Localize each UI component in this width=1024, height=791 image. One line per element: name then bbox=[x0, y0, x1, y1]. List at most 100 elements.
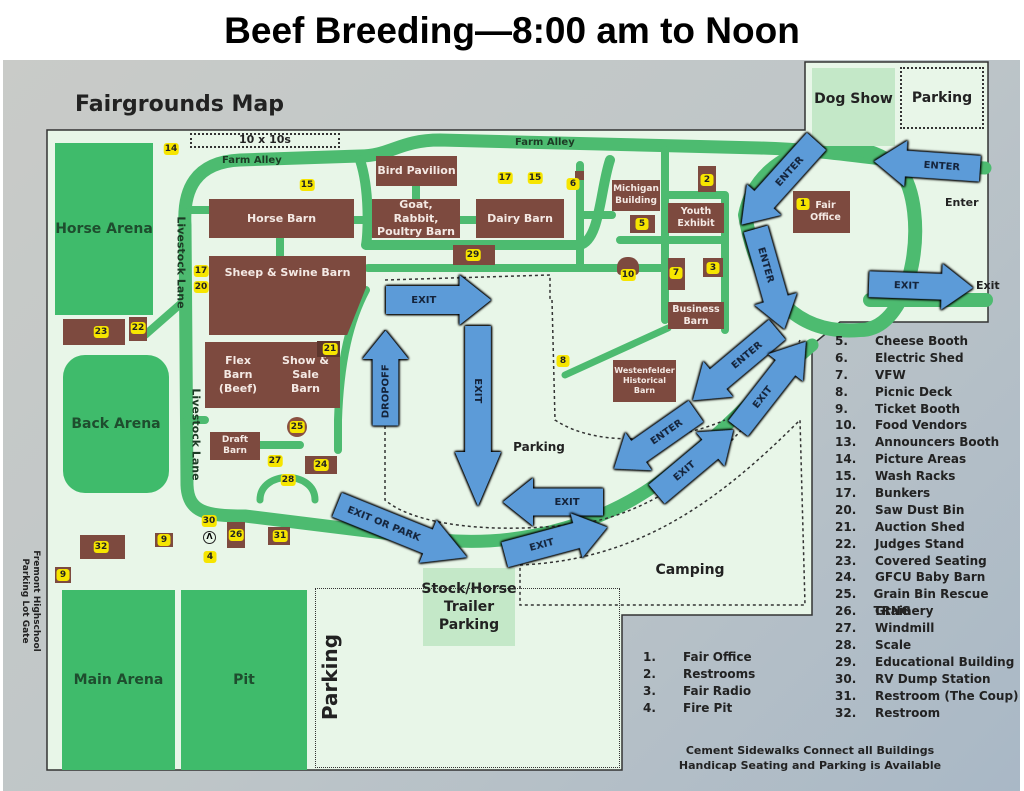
legend-item: 30.RV Dump Station bbox=[835, 671, 991, 686]
parking-bottom-label: Parking bbox=[318, 633, 342, 721]
ten-by-tens-area: 10 x 10s bbox=[190, 133, 340, 148]
flex-barn: Flex Barn (Beef) bbox=[205, 342, 271, 408]
legend-item: 20.Saw Dust Bin bbox=[835, 502, 965, 517]
parking-hidden-label: Parking bbox=[513, 440, 565, 455]
legend-item: 27.Windmill bbox=[835, 621, 935, 636]
legend-item: 32.Restroom bbox=[835, 705, 941, 720]
livestock-lane-label: Livestock Lane bbox=[189, 388, 203, 481]
enter-arrow: ENTER bbox=[873, 138, 982, 191]
badge-scale: 28 bbox=[280, 474, 296, 486]
legend-item: 1.Fair Office bbox=[643, 650, 752, 664]
bird-pavilion: Bird Pavilion bbox=[376, 156, 457, 186]
road-picnic bbox=[561, 324, 672, 379]
legend-item: 4.Fire Pit bbox=[643, 700, 733, 715]
badge-judges-stand: 22 bbox=[130, 322, 146, 334]
legend-item: 23.Covered Seating bbox=[835, 553, 987, 568]
badge-cheese-booth: 5 bbox=[635, 218, 649, 230]
badge-vfw: 7 bbox=[669, 267, 683, 279]
legend-item: 8.Picnic Deck bbox=[835, 384, 953, 399]
fremont-gate-label: Fremont Highschool Parking Lot Gate bbox=[20, 550, 41, 652]
map-title: Fairgrounds Map bbox=[75, 92, 284, 117]
road-livestock-left bbox=[141, 296, 304, 449]
livestock-lane-label: Livestock Lane bbox=[174, 216, 188, 309]
badge-bunkers: 17 bbox=[193, 265, 209, 277]
enter-sign: Enter bbox=[945, 196, 979, 209]
pit: Pit bbox=[181, 590, 307, 770]
exit-arrow: EXIT bbox=[386, 275, 491, 325]
legend-item: 22.Judges Stand bbox=[835, 536, 965, 551]
badge-grainery: 26 bbox=[228, 529, 244, 541]
legend-item: 6.Electric Shed bbox=[835, 350, 964, 365]
legend-item: 9.Ticket Booth bbox=[835, 401, 961, 416]
sheep-swine-barn: Sheep & Swine Barn bbox=[209, 256, 366, 335]
dairy-barn: Dairy Barn bbox=[476, 199, 564, 238]
electric-shed-box bbox=[575, 171, 584, 180]
legend-item: 7.VFW bbox=[835, 367, 906, 382]
exit-arrow: EXIT bbox=[455, 326, 501, 506]
badge-fair-office: 1 bbox=[796, 198, 810, 210]
fire-pit-icon: Λ bbox=[203, 531, 216, 544]
legend-item: 31.Restroom (The Coup) bbox=[835, 688, 1019, 703]
badge-baby-barn: 24 bbox=[313, 459, 329, 471]
badge-wash-racks: 15 bbox=[299, 179, 315, 191]
badge-wash-racks: 15 bbox=[527, 172, 543, 184]
badge-rv-dump: 30 bbox=[201, 515, 217, 527]
parking-top-area: Parking bbox=[900, 67, 984, 129]
note-handicap: Handicap Seating and Parking is Availabl… bbox=[678, 759, 942, 772]
legend-left: 1.Fair Office 2.Restrooms 3.Fair Radio 4… bbox=[643, 649, 755, 717]
legend-item: 15.Wash Racks bbox=[835, 469, 956, 484]
footer-notes: Cement Sidewalks Connect all Buildings H… bbox=[640, 743, 980, 773]
michigan-building: Michigan Building bbox=[612, 180, 660, 211]
exit-sign: Exit bbox=[976, 279, 1000, 292]
badge-ticket-booth-gate: 9 bbox=[56, 569, 70, 581]
legend-item: 10.Food Vendors bbox=[835, 418, 968, 433]
badge-auction-shed: 21 bbox=[322, 343, 338, 355]
badge-picnic-deck: 8 bbox=[556, 355, 570, 367]
badge-restroom-coup: 31 bbox=[272, 530, 288, 542]
badge-saw-dust-bin: 20 bbox=[193, 281, 209, 293]
legend-item: 28.Scale bbox=[835, 638, 912, 653]
page-title: Beef Breeding—8:00 am to Noon bbox=[224, 10, 800, 51]
badge-restrooms: 2 bbox=[700, 174, 714, 186]
stock-trailer-parking: Stock/Horse Trailer Parking bbox=[421, 568, 517, 646]
legend-item: 17.Bunkers bbox=[835, 486, 931, 501]
badge-ticket-booth: 9 bbox=[157, 534, 171, 546]
legend-item: 26.Grainery bbox=[835, 604, 934, 619]
main-arena: Main Arena bbox=[62, 590, 175, 770]
parking-bottom-area bbox=[315, 588, 620, 768]
exit-arrow: EXIT bbox=[868, 261, 974, 311]
legend-item: 3.Fair Radio bbox=[643, 683, 752, 698]
horse-arena: Horse Arena bbox=[55, 143, 153, 315]
legend-item: 5.Cheese Booth bbox=[835, 334, 968, 348]
legend-item: 25.Grain Bin Rescue TRNG bbox=[835, 587, 989, 619]
badge-restroom: 32 bbox=[93, 541, 109, 553]
goat-rabbit-poultry-barn: Goat, Rabbit, Poultry Barn bbox=[372, 198, 460, 238]
legend-item: 29.Educational Building bbox=[835, 654, 1015, 669]
camping-boundary-outer bbox=[519, 418, 806, 606]
badge-windmill: 27 bbox=[267, 455, 283, 467]
farm-alley-label: Farm Alley bbox=[222, 155, 282, 166]
road-horse-barn bbox=[186, 182, 480, 260]
legend-item: 2.Restrooms bbox=[643, 666, 756, 681]
legend-item: 13.Announcers Booth bbox=[835, 435, 1000, 450]
badge-educational-building: 29 bbox=[465, 249, 481, 261]
badge-food-vendors: 10 bbox=[620, 269, 636, 281]
horse-barn: Horse Barn bbox=[209, 199, 354, 238]
badge-bunkers: 17 bbox=[497, 172, 513, 184]
note-sidewalks: Cement Sidewalks Connect all Buildings bbox=[685, 744, 935, 757]
badge-fair-radio: 3 bbox=[706, 262, 720, 274]
badge-electric-shed: 6 bbox=[566, 178, 580, 190]
legend-item: 24.GFCU Baby Barn bbox=[835, 570, 986, 585]
youth-exhibit: Youth Exhibit bbox=[668, 203, 724, 233]
business-barn: Business Barn bbox=[668, 302, 724, 329]
badge-picture-areas: 14 bbox=[163, 143, 179, 155]
road-mid bbox=[364, 146, 729, 334]
roads bbox=[141, 133, 993, 548]
back-arena: Back Arena bbox=[63, 355, 169, 493]
legend-right: 5.Cheese Booth 6.Electric Shed 7.VFW 8.Picn… bbox=[835, 333, 1024, 721]
farm-alley-label: Farm Alley bbox=[515, 137, 575, 148]
draft-barn: Draft Barn bbox=[210, 432, 260, 460]
badge-grain-bin: 25 bbox=[289, 421, 305, 433]
badge-covered-seating: 23 bbox=[93, 326, 109, 338]
camping-area: Camping bbox=[655, 561, 725, 578]
